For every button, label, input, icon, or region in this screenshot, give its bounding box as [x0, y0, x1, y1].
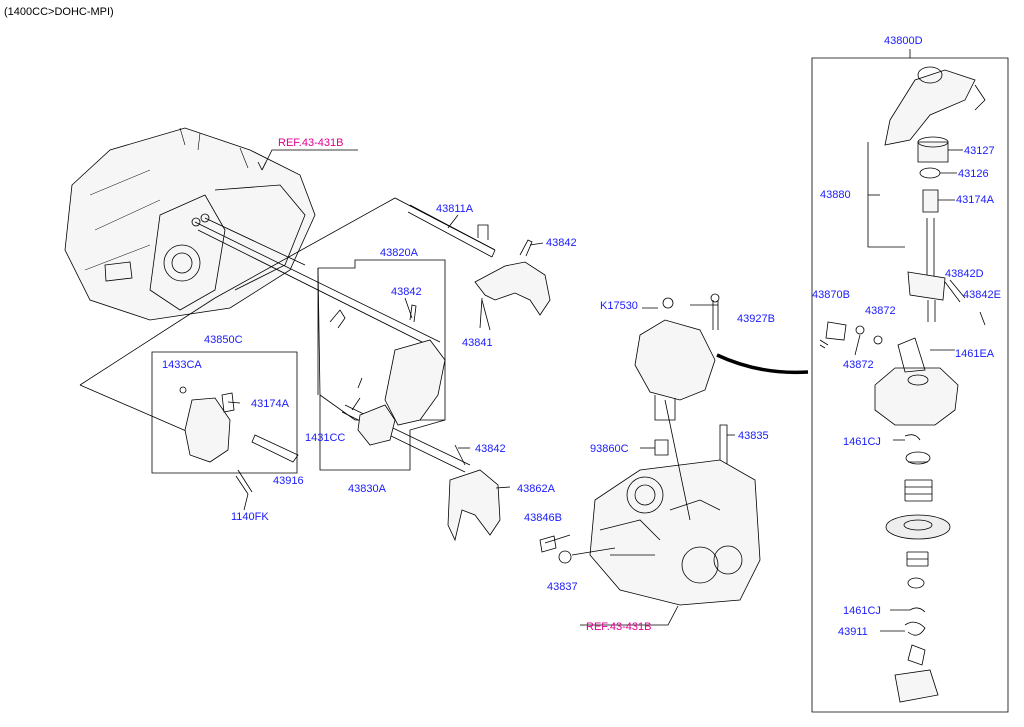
ref-leader-top [257, 149, 358, 171]
spring-43911 [880, 621, 926, 636]
washers-43872 [854, 325, 883, 356]
ref-label-lower[interactable]: REF.43-431B [586, 621, 652, 633]
shift-fork-43862A [447, 444, 511, 542]
part-label-1433CA[interactable]: 1433CA [162, 359, 202, 371]
housing-cover [874, 337, 959, 426]
bushing-43174A [922, 189, 955, 213]
part-label-43127[interactable]: 43127 [964, 145, 995, 157]
spring-upper [904, 479, 933, 502]
part-label-43927B[interactable]: 43927B [737, 313, 775, 325]
transmission-case-housing [64, 127, 316, 321]
part-label-43842D[interactable]: 43842D [945, 268, 984, 280]
part-label-43911[interactable]: 43911 [838, 626, 868, 638]
part-label-43830A[interactable]: 43830A [348, 483, 386, 495]
part-label-1140FK[interactable]: 1140FK [231, 511, 269, 523]
part-label-93860C[interactable]: 93860C [590, 443, 629, 455]
part-label-1461CJ-upper[interactable]: 1461CJ [843, 436, 881, 448]
seal-43126 [919, 167, 957, 179]
shift-fork-43841 [474, 239, 551, 329]
clip-1461CJ-lower [890, 607, 926, 613]
bracket-43820A [317, 259, 446, 421]
leader-lines-43811A [447, 214, 544, 331]
part-label-43916[interactable]: 43916 [273, 475, 304, 487]
lever-43850C [179, 386, 299, 511]
spring-seat [905, 451, 931, 465]
part-label-43846B[interactable]: 43846B [524, 512, 562, 524]
dust-boot [885, 514, 951, 540]
part-label-1431CC[interactable]: 1431CC [305, 432, 346, 444]
plug-43837 [558, 550, 572, 564]
part-label-43174A-left[interactable]: 43174A [251, 398, 289, 410]
page-header: (1400CC>DOHC-MPI) [4, 6, 114, 18]
ref-label-upper[interactable]: REF.43-431B [278, 137, 344, 149]
shift-fork-43820A [329, 304, 446, 426]
part-label-43126[interactable]: 43126 [958, 168, 989, 180]
bracket-43850C [79, 351, 298, 474]
top-cover-assembly [634, 293, 720, 421]
shift-rod-43830A [341, 377, 471, 473]
part-label-1461EA[interactable]: 1461EA [955, 348, 995, 360]
shaft-43880 [907, 218, 986, 326]
part-label-43811A[interactable]: 43811A [436, 203, 474, 215]
part-label-43842-c[interactable]: 43842 [475, 443, 506, 455]
part-label-43174A-right[interactable]: 43174A [956, 194, 994, 206]
bracket-43830A [319, 395, 446, 471]
part-label-43862A[interactable]: 43862A [517, 483, 555, 495]
part-label-43837[interactable]: 43837 [547, 581, 578, 593]
lower-transmission-case [544, 399, 761, 606]
part-label-43872-upper[interactable]: 43872 [865, 305, 896, 317]
connector-93860C [640, 439, 669, 456]
part-label-43872-lower[interactable]: 43872 [843, 359, 874, 371]
part-label-43850C[interactable]: 43850C [204, 334, 243, 346]
part-label-43841[interactable]: 43841 [462, 337, 493, 349]
bracket-43870B [819, 321, 847, 349]
part-label-43842E[interactable]: 43842E [963, 289, 1001, 301]
part-label-43880[interactable]: 43880 [820, 189, 851, 201]
part-label-43842-a[interactable]: 43842 [546, 237, 577, 249]
part-label-43842-b[interactable]: 43842 [391, 286, 422, 298]
part-label-1461CJ-lower[interactable]: 1461CJ [843, 605, 881, 617]
control-lever-assembly [867, 66, 986, 248]
part-label-43835[interactable]: 43835 [738, 430, 769, 442]
box-43800D [811, 49, 1009, 713]
plug-43846B [539, 535, 557, 553]
part-label-43800D[interactable]: 43800D [884, 35, 923, 47]
part-label-K17530[interactable]: K17530 [600, 300, 638, 312]
clip-1461CJ-upper [893, 434, 921, 441]
bushing-43127 [917, 136, 963, 163]
leader-lines-43820A [404, 297, 413, 319]
part-label-43870B[interactable]: 43870B [812, 289, 850, 301]
bracket-bottom [894, 644, 939, 703]
ref-leader-bottom [580, 605, 679, 626]
bracket-43811A [79, 197, 496, 386]
spring-lower [906, 551, 929, 589]
connector-line-43800D [716, 353, 809, 375]
part-label-43820A[interactable]: 43820A [380, 247, 418, 259]
